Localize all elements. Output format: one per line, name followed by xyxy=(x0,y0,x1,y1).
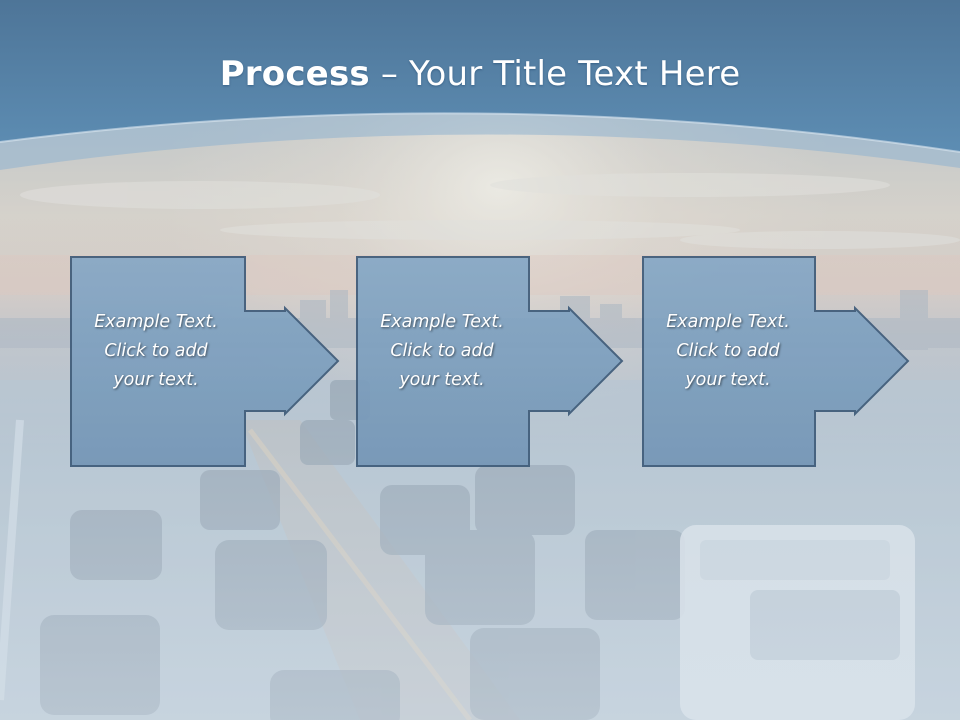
step-text-line-3: your text. xyxy=(685,370,771,390)
step-text-line-2: Click to add xyxy=(390,341,494,361)
step-text-line-2: Click to add xyxy=(104,341,208,361)
step-arrow-shape xyxy=(642,256,910,467)
slide-title[interactable]: Process – Your Title Text Here xyxy=(0,52,960,96)
process-step-1[interactable]: Example Text. Click to add your text. xyxy=(70,256,340,468)
step-text-line-3: your text. xyxy=(113,370,199,390)
step-arrow-shape xyxy=(356,256,624,467)
step-text[interactable]: Example Text. Click to add your text. xyxy=(648,308,808,395)
title-bold-text: Process xyxy=(219,54,370,94)
step-text-line-1: Example Text. xyxy=(666,312,790,332)
step-text-line-2: Click to add xyxy=(676,341,780,361)
process-step-3[interactable]: Example Text. Click to add your text. xyxy=(642,256,912,468)
step-text[interactable]: Example Text. Click to add your text. xyxy=(76,308,236,395)
step-text-line-1: Example Text. xyxy=(380,312,504,332)
title-rest-text: – Your Title Text Here xyxy=(369,54,741,94)
step-text[interactable]: Example Text. Click to add your text. xyxy=(362,308,522,395)
step-text-line-3: your text. xyxy=(399,370,485,390)
process-step-2[interactable]: Example Text. Click to add your text. xyxy=(356,256,626,468)
step-text-line-1: Example Text. xyxy=(94,312,218,332)
step-arrow-shape xyxy=(70,256,340,467)
